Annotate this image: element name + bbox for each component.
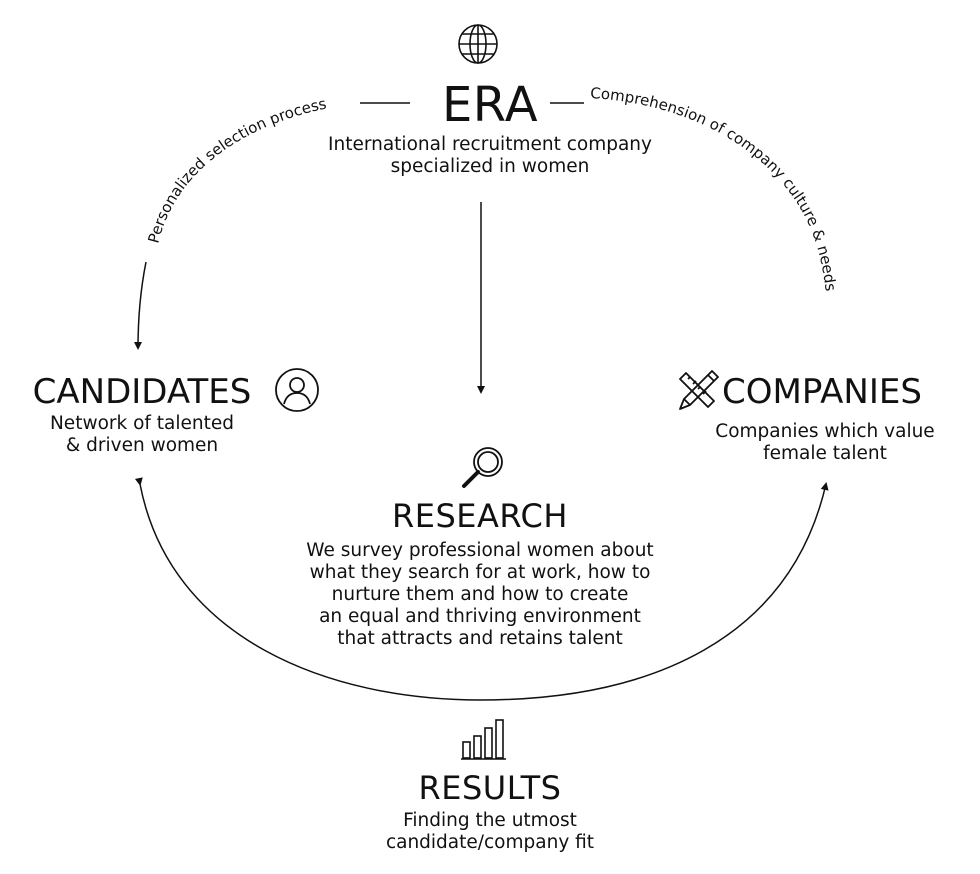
results-title: RESULTS (418, 769, 562, 807)
companies-title: COMPANIES (722, 372, 922, 412)
companies-description: Companies which value female talent (690, 421, 960, 465)
bottom-arc (134, 477, 829, 701)
research-node: RESEARCH We survey professional women ab… (255, 497, 705, 650)
left-arrow-to-candidates (134, 261, 147, 350)
era-node: ERA International recruitment company sp… (250, 80, 730, 178)
research-description: We survey professional women about what … (255, 540, 705, 650)
magnifier-icon (462, 447, 503, 488)
companies-node: COMPANIES (722, 372, 952, 412)
companies-description-line: female talent (763, 443, 887, 464)
bar-chart-icon (461, 719, 506, 760)
era-description-line: specialized in women (390, 156, 590, 178)
research-description-line: that attracts and retains talent (337, 627, 623, 649)
era-description: International recruitment company specia… (250, 134, 730, 178)
candidates-description-line: Network of talented (49, 412, 235, 434)
results-description-line: candidate/company fit (385, 831, 595, 853)
candidates-title: CANDIDATES (32, 372, 252, 412)
research-description-line: an equal and thriving environment (319, 605, 641, 627)
results-node: RESULTS Finding the utmost candidate/com… (330, 769, 650, 854)
candidates-node: CANDIDATES Network of talented & driven … (10, 372, 274, 457)
research-description-line: nurture them and how to create (331, 583, 629, 605)
research-description-line: what they search for at work, how to (309, 561, 651, 583)
candidates-description-line: & driven women (65, 434, 219, 456)
companies-description-line: Companies which value (715, 421, 935, 442)
era-title: ERA (441, 77, 539, 133)
research-title: RESEARCH (392, 497, 568, 535)
globe-icon (458, 24, 498, 64)
candidates-description: Network of talented & driven women (10, 413, 274, 457)
research-description-line: We survey professional women about (306, 539, 654, 561)
results-description-line: Finding the utmost (403, 809, 577, 831)
person-icon (275, 368, 319, 412)
era-description-line: International recruitment company (328, 134, 652, 156)
tools-icon (679, 370, 719, 410)
results-description: Finding the utmost candidate/company fit (330, 810, 650, 854)
